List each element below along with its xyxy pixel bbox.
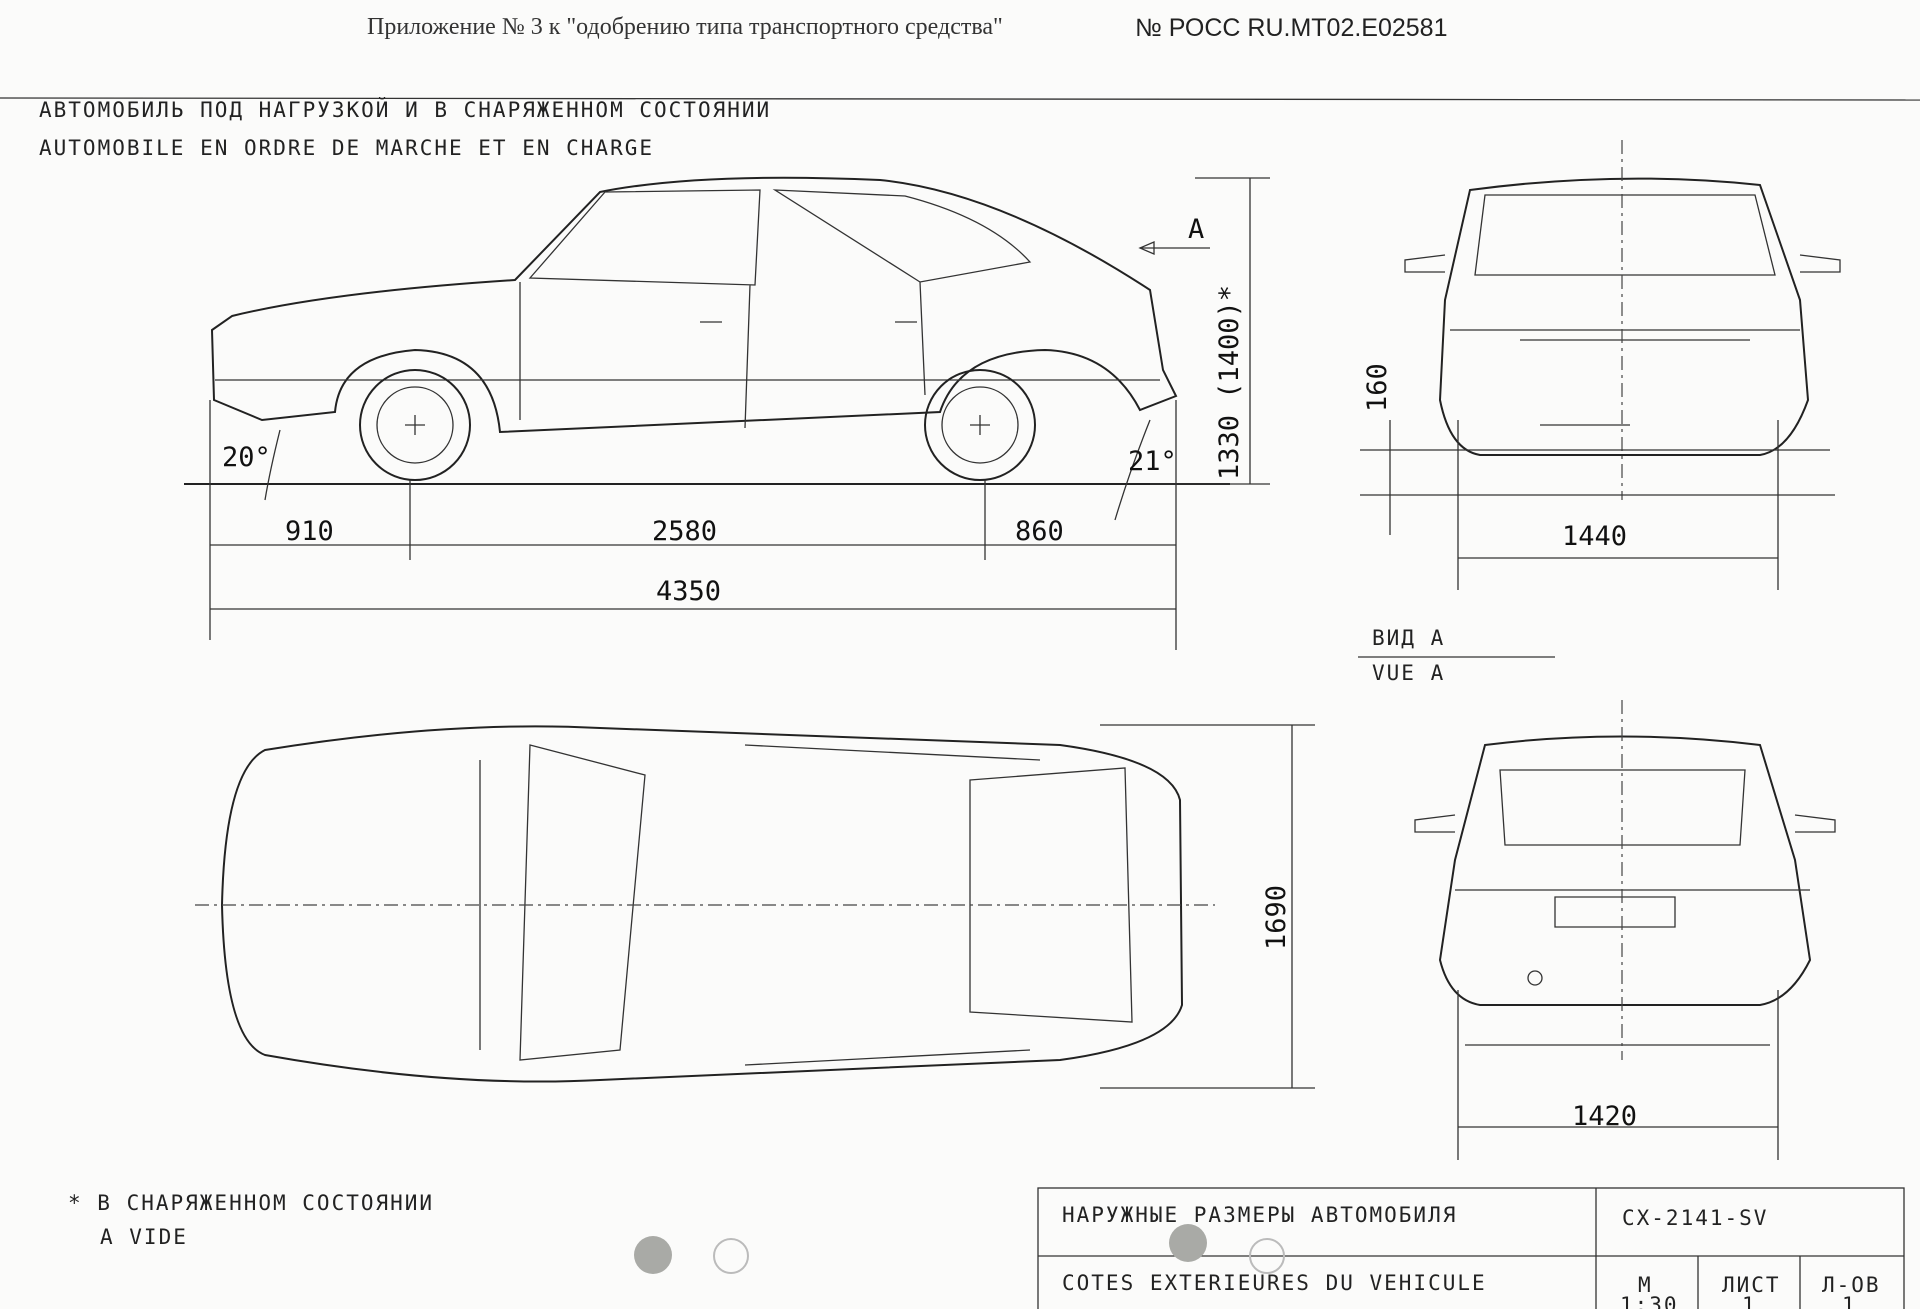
certificate-number: № РОСС RU.MT02.E02581	[1135, 14, 1448, 42]
title-block-name-fr: COTES EXTERIEURES DU VEHICULE	[1062, 1271, 1487, 1295]
scale-value: 1:30	[1620, 1293, 1679, 1309]
dim-front-overhang: 910	[285, 516, 334, 547]
dim-height: 1330 (1400)*	[1214, 285, 1245, 480]
header-text: Приложение № 3 к "одобрению типа транспо…	[367, 14, 1003, 40]
title-fr: AUTOMOBILE EN ORDRE DE MARCHE ET EN CHAR…	[39, 136, 654, 160]
rear-view-car	[1414, 700, 1836, 1160]
dim-ground-clearance: 160	[1362, 363, 1393, 412]
footnote-fr: A VIDE	[100, 1225, 188, 1249]
dim-rear-track: 1420	[1572, 1101, 1637, 1132]
side-dimensions	[209, 177, 1270, 650]
front-view-car	[1360, 140, 1841, 590]
dim-approach-angle: 20°	[222, 442, 271, 473]
dim-overall-length: 4350	[656, 576, 721, 607]
side-view-car	[184, 176, 1230, 485]
dim-wheelbase: 2580	[652, 516, 717, 547]
sheets-label: Л-ОВ	[1822, 1273, 1881, 1297]
punch-holes	[634, 1224, 1285, 1274]
footnote-ru: * В СНАРЯЖЕННОМ СОСТОЯНИИ	[68, 1191, 434, 1215]
dim-rear-overhang: 860	[1015, 516, 1064, 547]
sheet-label: ЛИСТ	[1722, 1273, 1781, 1297]
dim-overall-width: 1690	[1261, 885, 1292, 950]
title-block-name-ru: НАРУЖНЫЕ РАЗМЕРЫ АВТОМОБИЛЯ	[1062, 1203, 1457, 1227]
view-a-label-ru: ВИД А	[1372, 626, 1445, 650]
scale-label: М	[1638, 1273, 1653, 1297]
dim-front-track: 1440	[1562, 521, 1627, 552]
sheet-value: 1	[1742, 1293, 1757, 1309]
title-ru: АВТОМОБИЛЬ ПОД НАГРУЗКОЙ И В СНАРЯЖЕННОМ…	[39, 97, 771, 122]
header-rule	[0, 97, 1920, 101]
sheets-value: 1	[1842, 1293, 1857, 1309]
top-view-car	[195, 724, 1315, 1089]
drawing-code: CX-2141-SV	[1622, 1206, 1768, 1230]
view-a-label-fr: VUE A	[1372, 661, 1445, 685]
dim-departure-angle: 21°	[1128, 446, 1177, 477]
view-marker-a: A	[1188, 214, 1204, 245]
